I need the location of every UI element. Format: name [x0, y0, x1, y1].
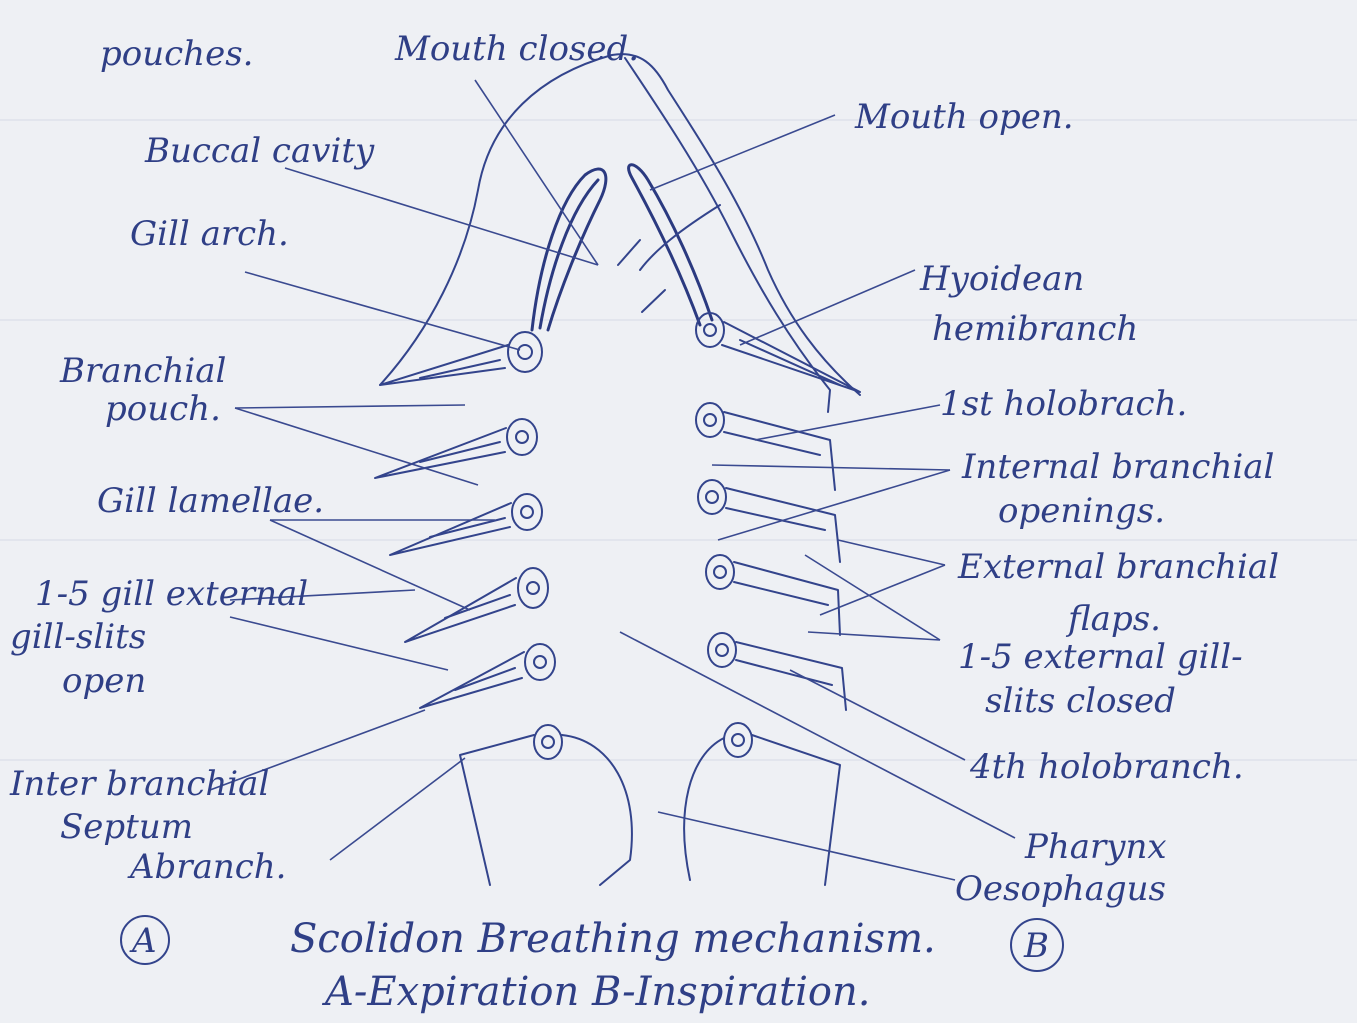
- labels: pouches. Mouth closed. Mouth open. Bucca…: [9, 29, 1279, 909]
- external-open-label-line3: open: [62, 661, 146, 701]
- caption: Scolidon Breathing mechanism. A-Expirati…: [290, 916, 936, 1015]
- external-open-label-line1: 1-5 gill external: [35, 574, 308, 614]
- marker-a-text: A: [129, 921, 157, 961]
- mouth-open-label: Mouth open.: [854, 97, 1074, 137]
- right-gill-unit: [696, 313, 860, 392]
- external-closed-label-line1: 1-5 external gill-: [958, 637, 1243, 677]
- marker-b: B: [1011, 919, 1063, 971]
- right-gill-unit: [696, 403, 835, 490]
- left-gill-unit: [390, 494, 542, 555]
- right-gill-unit: [706, 555, 840, 635]
- internal-branchial-label-line2: openings.: [998, 491, 1165, 531]
- gill-arch-label: Gill arch.: [130, 214, 289, 254]
- internal-branchial-label-line1: Internal branchial: [961, 447, 1274, 487]
- pharynx-label: Pharynx: [1024, 827, 1167, 867]
- external-flaps-label-line1: External branchial: [957, 547, 1279, 587]
- right-gill-unit: [708, 633, 846, 710]
- head-outline: [380, 54, 860, 412]
- branchial-pouch-label-line1: Branchial: [59, 351, 226, 391]
- interbranchial-label-line2: Septum: [60, 807, 193, 847]
- mouth-closed-label: Mouth closed.: [394, 29, 639, 69]
- external-closed-label-line2: slits closed: [985, 681, 1176, 721]
- gill-lamellae-label: Gill lamellae.: [97, 481, 324, 521]
- external-flaps-label-line2: flaps.: [1065, 599, 1161, 639]
- external-open-label-line2: gill-slits: [10, 617, 146, 657]
- right-gill-unit: [698, 480, 840, 562]
- hyoidean-label-line2: hemibranch: [932, 309, 1138, 349]
- buccal-cavity-label: Buccal cavity: [144, 131, 375, 171]
- caption-line1: Scolidon Breathing mechanism.: [290, 916, 936, 962]
- left-gill-unit: [420, 644, 555, 708]
- left-gill-unit: [405, 568, 548, 642]
- abranch-label: Abranch.: [127, 847, 287, 887]
- left-gill-unit: [380, 332, 542, 385]
- first-holobranch-label: 1st holobrach.: [940, 384, 1187, 424]
- marker-b-text: B: [1023, 926, 1049, 966]
- abranch-region: [460, 723, 840, 885]
- oesophagus-label: Oesophagus: [955, 869, 1166, 909]
- hyoidean-label-line1: Hyoidean: [919, 259, 1084, 299]
- marker-a: A: [121, 916, 169, 964]
- branchial-pouch-label-line2: pouch.: [105, 389, 221, 429]
- caption-line2: A-Expiration B-Inspiration.: [321, 969, 871, 1015]
- header-fragment-text: pouches.: [100, 34, 253, 74]
- interbranchial-label-line1: Inter branchial: [9, 764, 269, 804]
- left-gill-unit: [375, 419, 537, 478]
- fourth-holobranch-label: 4th holobranch.: [969, 747, 1244, 787]
